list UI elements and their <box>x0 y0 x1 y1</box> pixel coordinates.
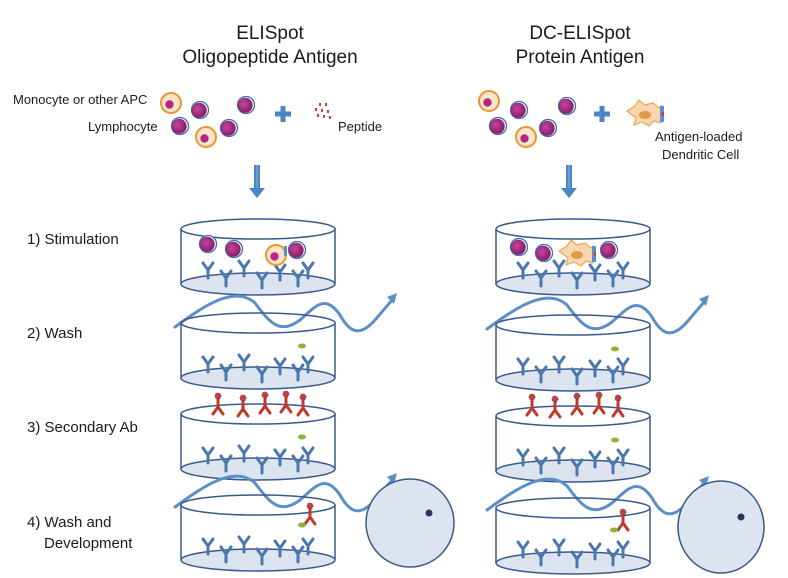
well-rim <box>180 218 336 240</box>
down-arrow-left-shaft <box>254 165 260 190</box>
lymphocyte-label: Lymphocyte <box>88 119 158 134</box>
well-step2-left <box>180 312 336 390</box>
secondary-antibody <box>236 393 250 418</box>
right-title-line1: DC-ELISpot <box>529 23 631 44</box>
secondary-antibody <box>592 390 606 415</box>
step-3-label: 3) Secondary Ab <box>27 419 138 436</box>
lymphocyte-cell <box>538 118 558 138</box>
lymphocyte-cell <box>488 116 508 136</box>
bound-lymphocyte <box>534 243 554 263</box>
well-step3-left <box>180 403 336 481</box>
peptide-fragment <box>327 110 329 113</box>
secondary-antibody <box>611 393 625 418</box>
peptide-fragment <box>315 108 317 111</box>
well-rim <box>495 314 651 336</box>
lymphocyte-cell <box>190 100 210 120</box>
detection-antibody <box>616 507 630 532</box>
wash-arrowhead <box>699 295 709 306</box>
mhc-peptide-complex <box>284 246 287 256</box>
peptide-fragment <box>319 103 321 106</box>
peptide-fragment <box>325 103 327 106</box>
bound-lymphocyte <box>509 237 529 257</box>
peptide-fragment <box>321 109 323 112</box>
lymphocyte-cell <box>219 118 239 138</box>
monocyte-cell <box>160 92 182 114</box>
monocyte-cell <box>515 126 537 148</box>
bound-monocyte <box>265 244 287 266</box>
dendritic-label-line2: Dendritic Cell <box>662 147 740 162</box>
captured-cytokine <box>611 437 619 443</box>
plus-icon-v <box>280 106 286 122</box>
lymphocyte-cell <box>509 100 529 120</box>
well-step3-right <box>495 405 651 483</box>
captured-cytokine <box>298 522 306 528</box>
well-rim <box>180 494 336 516</box>
peptide-fragment <box>329 116 331 119</box>
wash-flow-line <box>485 296 707 335</box>
right-title-line2: Protein Antigen <box>515 47 645 68</box>
bound-lymphocyte <box>224 239 244 259</box>
lymphocyte-cell <box>236 95 256 115</box>
captured-cytokine <box>298 434 306 440</box>
developed-well-top-view-right <box>677 480 765 574</box>
step-1-label: 1) Stimulation <box>27 231 119 248</box>
captured-cytokine <box>298 343 306 349</box>
secondary-antibody <box>525 392 539 417</box>
monocyte-label: Monocyte or other APC <box>13 92 148 107</box>
monocyte-cell <box>478 90 500 112</box>
well-step1-right <box>495 218 651 296</box>
well-rim <box>180 312 336 334</box>
monocyte-cell <box>195 126 217 148</box>
secondary-antibody <box>570 391 584 416</box>
captured-cytokine <box>611 346 619 352</box>
step-2-label: 2) Wash <box>27 325 83 342</box>
well-step2-right <box>495 314 651 392</box>
peptide-label: Peptide <box>338 119 383 134</box>
lymphocyte-cell <box>557 96 577 116</box>
down-arrow-left-head <box>249 188 265 198</box>
well-step1-left <box>180 218 336 296</box>
dendritic-label-line1: Antigen-loaded <box>655 129 743 144</box>
left-panel-title: ELISpot Oligopeptide Antigen <box>170 22 370 70</box>
left-title-line2: Oligopeptide Antigen <box>182 47 358 68</box>
wash-flow-line <box>485 477 707 516</box>
step-4-label: 4) Wash and <box>27 514 112 531</box>
well-step4-right <box>495 497 651 575</box>
dendritic-cell <box>626 99 665 127</box>
wash-arrowhead <box>387 293 397 304</box>
elispot-spot <box>425 509 433 517</box>
well-rim <box>180 403 336 425</box>
captured-cytokine <box>610 527 618 533</box>
lymphocyte-cell <box>170 116 190 136</box>
well-rim <box>495 405 651 427</box>
developed-well-top-view-left <box>365 478 455 568</box>
bound-lymphocyte <box>599 240 619 260</box>
elispot-spot <box>737 513 745 521</box>
secondary-antibody <box>279 389 293 414</box>
bound-lymphocyte <box>198 234 218 254</box>
secondary-antibody <box>296 392 310 417</box>
down-arrow-right-head <box>561 188 577 198</box>
bound-lymphocyte <box>287 240 307 260</box>
down-arrow-right-shaft <box>566 165 572 190</box>
well-rim <box>495 218 651 240</box>
well-rim <box>495 497 651 519</box>
left-title-line1: ELISpot <box>236 23 304 44</box>
peptide-fragment <box>317 114 319 117</box>
plus-icon-v <box>599 106 605 122</box>
well-step4-left <box>180 494 336 572</box>
secondary-antibody <box>258 390 272 415</box>
peptide-fragment <box>323 115 325 118</box>
step-4-label-line2: Development <box>44 535 133 552</box>
secondary-antibody <box>211 391 225 416</box>
wash-flow-line <box>173 474 395 513</box>
right-panel-title: DC-ELISpot Protein Antigen <box>480 22 680 70</box>
wash-flow-line <box>173 294 395 333</box>
